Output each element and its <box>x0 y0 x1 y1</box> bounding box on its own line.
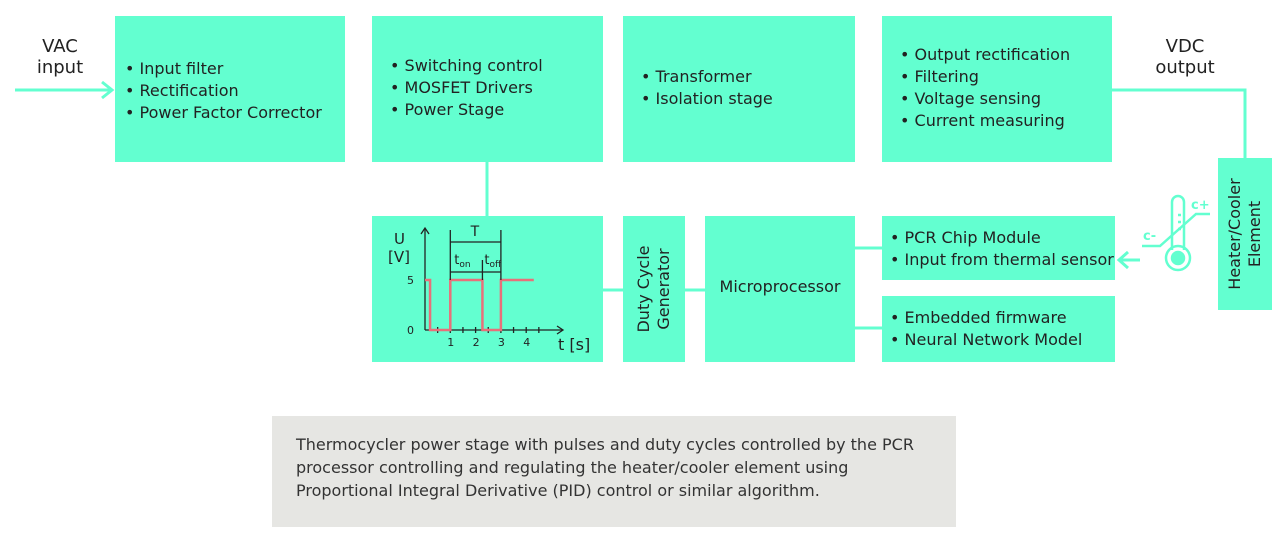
t-on-label: ton <box>454 253 470 270</box>
x-tick-label: 2 <box>473 336 480 349</box>
list-item: Filtering <box>900 66 1070 88</box>
firmware-block: Embedded firmware Neural Network Model <box>882 296 1115 362</box>
heater-cooler-label: Heater/Cooler Element <box>1225 178 1264 290</box>
y-axis-label: U <box>394 230 405 248</box>
vdc-output-label: VDC output <box>1155 36 1215 78</box>
c-plus-label: c+ <box>1191 198 1210 213</box>
c-minus-label: c- <box>1143 229 1156 244</box>
signal-trace <box>425 278 534 332</box>
list-item: Embedded firmware <box>890 307 1082 329</box>
vac-input-label: VAC input <box>36 36 84 78</box>
list-item: Output rectification <box>900 44 1071 66</box>
pcr-block: PCR Chip Module Input from thermal senso… <box>882 216 1115 280</box>
list-item: Transformer <box>641 66 773 88</box>
thermometer-icon <box>1142 194 1210 272</box>
y-axis-arrow <box>420 226 430 235</box>
output-block: Output rectification Filtering Voltage s… <box>882 16 1112 162</box>
list-item: Rectification <box>125 80 322 102</box>
list-item: MOSFET Drivers <box>390 77 543 99</box>
x-tick-label: 1 <box>447 336 454 349</box>
list-item: Switching control <box>390 55 543 77</box>
sensor-arrowhead <box>1116 250 1129 270</box>
x-tick-label: 4 <box>523 336 530 349</box>
duty-cycle-block: Duty Cycle Generator <box>623 216 685 362</box>
x-axis-label: t [s] <box>558 335 590 354</box>
t-off-label: toff <box>484 253 502 270</box>
list-item: Power Factor Corrector <box>125 102 322 124</box>
list-item: Power Stage <box>390 99 543 121</box>
list-item: Voltage sensing <box>900 88 1070 110</box>
list-item: Current measuring <box>900 110 1070 132</box>
list-item: PCR Chip Module <box>890 227 1114 249</box>
y-tick-label: 0 <box>407 324 414 337</box>
list-item: Isolation stage <box>641 88 773 110</box>
period-label: T <box>470 224 480 240</box>
heater-cooler-block: Heater/Cooler Element <box>1218 158 1272 310</box>
microprocessor-block: Microprocessor <box>705 216 855 362</box>
list-item: Neural Network Model <box>890 329 1083 351</box>
x-tick-label: 3 <box>498 336 505 349</box>
microprocessor-label: Microprocessor <box>719 277 841 296</box>
switching-block: Switching control MOSFET Drivers Power S… <box>372 16 603 162</box>
duty-cycle-label: Duty Cycle Generator <box>634 245 673 333</box>
y-axis-unit: [V] <box>388 248 410 266</box>
input-arrowhead <box>101 80 115 100</box>
caption: Thermocycler power stage with pulses and… <box>272 416 956 527</box>
x-axis-arrow <box>556 325 565 335</box>
y-tick-label: 5 <box>407 274 414 287</box>
input-block: Input filter Rectification Power Factor … <box>115 16 345 162</box>
transformer-block: Transformer Isolation stage <box>623 16 855 162</box>
list-item: Input from thermal sensor <box>890 249 1114 271</box>
list-item: Input filter <box>125 58 322 80</box>
output-line <box>1112 88 1247 158</box>
